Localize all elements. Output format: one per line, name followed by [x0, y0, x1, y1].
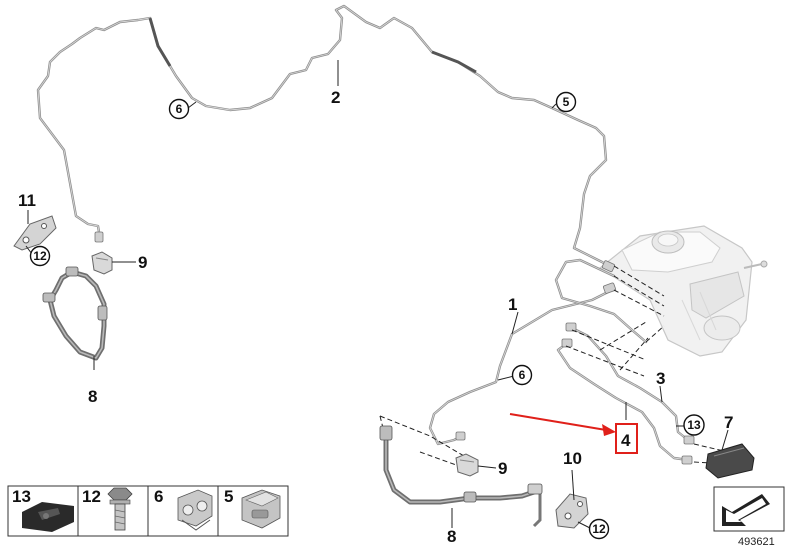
circled-label-6-lower: 6: [511, 364, 533, 386]
holder-7: [705, 443, 755, 479]
single-pipe-clip-icon: [241, 489, 281, 529]
svg-text:5: 5: [563, 95, 570, 109]
svg-text:13: 13: [12, 487, 31, 506]
bracket-9-lower: [455, 453, 479, 477]
circled-label-12-upper: 12: [29, 245, 51, 267]
part-label-1: 1: [508, 295, 517, 314]
brake-hose-lower: [379, 425, 543, 528]
brake-pipe-2: [36, 4, 616, 273]
brake-fluid-reservoir: [598, 225, 768, 357]
svg-text:6: 6: [176, 102, 183, 116]
brake-hose-left: [42, 266, 108, 361]
brake-pipe-1: [428, 282, 617, 446]
circled-label-5: 5: [555, 91, 577, 113]
bracket-11: [13, 215, 57, 251]
part-label-7: 7: [724, 413, 733, 432]
brake-pipe-4: [556, 338, 693, 465]
circled-label-13: 13: [683, 414, 705, 436]
double-pipe-clip-icon: [177, 489, 213, 531]
assembly-dash-lines: [379, 265, 729, 471]
svg-text:12: 12: [592, 522, 606, 536]
svg-text:6: 6: [519, 368, 526, 382]
legend-item-6: 6: [147, 485, 219, 537]
part-4-highlight-box: [615, 423, 638, 454]
legend-item-13: 13: [7, 485, 79, 537]
legend-item-5: 5: [217, 485, 289, 537]
orientation-arrow-box: [713, 486, 785, 532]
part-label-8-upper: 8: [88, 387, 97, 406]
part-label-8-lower: 8: [447, 527, 456, 546]
bracket-10: [555, 493, 589, 529]
arrow-icon: [722, 494, 770, 526]
svg-text:5: 5: [224, 487, 233, 506]
brake-pipe-loop: [554, 258, 648, 344]
brake-pipe-3: [565, 322, 695, 445]
legend-item-12: 12: [77, 485, 149, 537]
svg-text:13: 13: [687, 418, 701, 432]
part-label-9-lower: 9: [498, 459, 507, 478]
highlight-arrow: [509, 413, 616, 436]
svg-text:12: 12: [82, 487, 101, 506]
document-id: 493621: [738, 536, 775, 548]
svg-text:12: 12: [33, 249, 47, 263]
part-label-9-upper: 9: [138, 253, 147, 272]
circled-label-12-lower: 12: [588, 518, 610, 540]
circled-label-6-upper: 6: [168, 98, 190, 120]
part-label-4: 4: [621, 431, 631, 450]
part-label-11: 11: [18, 191, 36, 210]
bracket-9-upper: [91, 251, 113, 275]
part-label-2: 2: [331, 88, 340, 107]
leader-lines: [25, 60, 729, 529]
svg-text:6: 6: [154, 487, 163, 506]
part-label-3: 3: [656, 369, 665, 388]
mounting-pad-icon: [22, 502, 74, 532]
hex-bolt-icon: [107, 487, 133, 531]
part-label-10: 10: [563, 449, 582, 468]
